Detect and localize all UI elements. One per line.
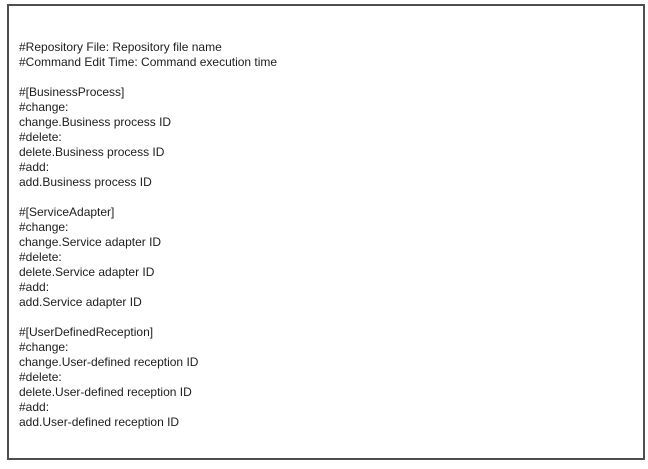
entry-add-value: add.User-defined reception ID (19, 415, 180, 429)
entry-change-value: change.Service adapter ID (19, 235, 162, 249)
entry-delete-label: #delete: (19, 250, 62, 264)
entry-change-label: #change: (19, 100, 69, 114)
command-file-text: #Repository File: Repository file name #… (9, 6, 643, 430)
entry-delete-value: delete.Service adapter ID (19, 265, 155, 279)
section-title-user-defined-reception: #[UserDefinedReception] (19, 325, 154, 339)
entry-add-value: add.Service adapter ID (19, 295, 142, 309)
entry-change-label: #change: (19, 220, 69, 234)
section-title-service-adapter: #[ServiceAdapter] (19, 205, 115, 219)
header-line-repository-file: #Repository File: Repository file name (19, 40, 222, 54)
entry-add-label: #add: (19, 280, 50, 294)
entry-change-label: #change: (19, 340, 69, 354)
entry-delete-label: #delete: (19, 130, 62, 144)
entry-delete-label: #delete: (19, 370, 62, 384)
entry-change-value: change.User-defined reception ID (19, 355, 199, 369)
entry-delete-value: delete.Business process ID (19, 145, 165, 159)
section-title-business-process: #[BusinessProcess] (19, 85, 125, 99)
entry-add-value: add.Business process ID (19, 175, 152, 189)
document-panel: #Repository File: Repository file name #… (7, 4, 645, 460)
header-line-command-edit-time: #Command Edit Time: Command execution ti… (19, 55, 278, 69)
entry-change-value: change.Business process ID (19, 115, 172, 129)
entry-add-label: #add: (19, 400, 50, 414)
entry-add-label: #add: (19, 160, 50, 174)
blank-line (19, 70, 633, 85)
blank-line (19, 310, 633, 325)
blank-line (19, 190, 633, 205)
entry-delete-value: delete.User-defined reception ID (19, 385, 192, 399)
